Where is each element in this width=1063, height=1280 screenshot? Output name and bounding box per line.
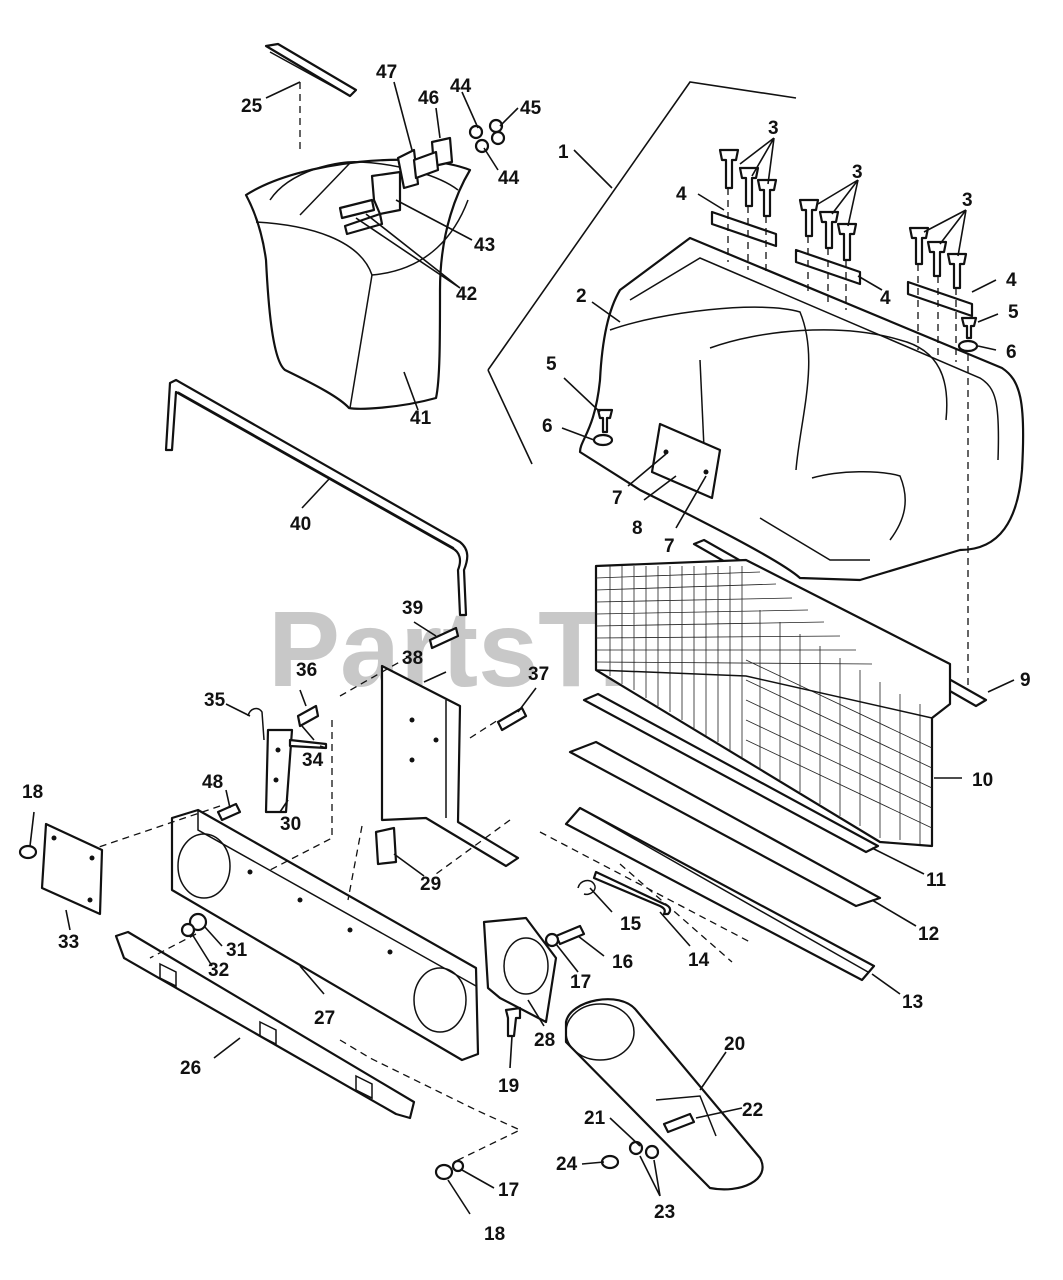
callout-10: 10 — [972, 770, 993, 791]
callout-labels: 25 47 46 44 45 44 43 42 41 40 1 3 3 3 4 … — [22, 62, 1031, 1245]
part-14-rod — [592, 870, 672, 916]
callout-36: 36 — [296, 660, 317, 681]
part-17-washer — [544, 932, 560, 948]
callout-38: 38 — [402, 648, 423, 669]
callout-40: 40 — [290, 514, 311, 535]
part-19-bolt — [504, 1006, 522, 1038]
part-17-18-bottom-hardware — [434, 1159, 465, 1181]
callout-34: 34 — [302, 750, 324, 771]
callout-5-right: 5 — [1008, 302, 1019, 323]
callout-22: 22 — [742, 1100, 763, 1121]
callout-24: 24 — [556, 1154, 578, 1175]
callout-42: 42 — [456, 284, 477, 305]
part-35-pin — [247, 707, 265, 741]
callout-26: 26 — [180, 1058, 201, 1079]
part-12-strip — [568, 740, 882, 908]
callout-4-b: 4 — [880, 288, 891, 309]
callout-16: 16 — [612, 952, 633, 973]
callout-28: 28 — [534, 1030, 555, 1051]
assembly-1-bracket-line — [487, 81, 797, 371]
callout-46: 46 — [418, 88, 439, 109]
callout-20: 20 — [724, 1034, 745, 1055]
callout-11: 11 — [926, 870, 947, 891]
callout-6-right: 6 — [1006, 342, 1017, 363]
part-5-6-hardware — [592, 316, 979, 447]
callout-13: 13 — [902, 992, 923, 1013]
part-3-bolts — [718, 148, 968, 290]
part-31-32-hardware — [180, 912, 208, 938]
part-25-top-bar — [264, 42, 358, 150]
callout-3-a: 3 — [768, 118, 779, 139]
part-30-bracket — [264, 728, 294, 814]
callout-30: 30 — [280, 814, 301, 835]
part-47-latch — [396, 148, 420, 190]
part-41-bag — [244, 158, 472, 410]
callout-4-c: 4 — [1006, 270, 1017, 291]
callout-48: 48 — [202, 772, 223, 793]
callout-2: 2 — [576, 286, 587, 307]
part-26-bracket — [114, 930, 416, 1120]
part-18-nut-left — [18, 844, 38, 860]
callout-29: 29 — [420, 874, 441, 895]
callout-32: 32 — [208, 960, 229, 981]
part-33-plate — [40, 822, 104, 916]
callout-41: 41 — [410, 408, 432, 429]
part-20-chute — [564, 998, 764, 1191]
callout-3-c: 3 — [962, 190, 973, 211]
callout-39: 39 — [402, 598, 423, 619]
part-39-bolt — [428, 626, 460, 650]
callout-21: 21 — [584, 1108, 606, 1129]
callout-31: 31 — [226, 940, 248, 961]
part-2-hood — [578, 236, 1025, 582]
part-37-bolt — [496, 706, 528, 732]
callout-23: 23 — [654, 1202, 675, 1223]
callout-17-bottom: 17 — [498, 1180, 519, 1201]
part-13-angle — [564, 806, 876, 982]
part-43-bracket — [370, 170, 402, 216]
callout-43: 43 — [474, 235, 495, 256]
callout-3-b: 3 — [852, 162, 863, 183]
callout-12: 12 — [918, 924, 939, 945]
callout-47: 47 — [376, 62, 397, 83]
part-16-bolt — [554, 924, 586, 946]
callout-9: 9 — [1020, 670, 1031, 691]
callout-45: 45 — [520, 98, 542, 119]
callout-33: 33 — [58, 932, 79, 953]
part-44-45-hardware — [468, 118, 506, 154]
callout-18-left: 18 — [22, 782, 43, 803]
callout-7-a: 7 — [612, 488, 623, 509]
callout-4-a: 4 — [676, 184, 687, 205]
assembly-dashed-lines — [95, 655, 751, 1163]
callout-5-left: 5 — [546, 354, 557, 375]
callout-18-bottom: 18 — [484, 1224, 505, 1245]
callout-15: 15 — [620, 914, 642, 935]
callout-8: 8 — [632, 518, 643, 539]
part-8-plate — [650, 422, 722, 500]
part-27-frame — [170, 808, 480, 1062]
callout-1: 1 — [558, 142, 569, 163]
callout-27: 27 — [314, 1008, 335, 1029]
callout-19: 19 — [498, 1076, 519, 1097]
part-38-plate — [380, 664, 520, 868]
callout-44-bottom: 44 — [498, 168, 520, 189]
callout-25: 25 — [241, 96, 263, 117]
part-40-rod — [164, 378, 469, 617]
callout-17-mid: 17 — [570, 972, 591, 993]
part-46-hinge — [412, 136, 454, 180]
part-10-screen — [594, 558, 952, 848]
part-11-strip — [582, 692, 880, 854]
callout-35: 35 — [204, 690, 226, 711]
callout-6-left: 6 — [542, 416, 553, 437]
part-29-bracket — [374, 826, 398, 866]
callout-14: 14 — [688, 950, 710, 971]
callout-37: 37 — [528, 664, 549, 685]
callout-44-top: 44 — [450, 76, 472, 97]
part-15-clip — [577, 879, 596, 896]
callout-7-b: 7 — [664, 536, 675, 557]
part-36-clip — [296, 704, 320, 728]
leader-lines — [29, 81, 1015, 1215]
part-28-ring — [482, 916, 558, 1024]
